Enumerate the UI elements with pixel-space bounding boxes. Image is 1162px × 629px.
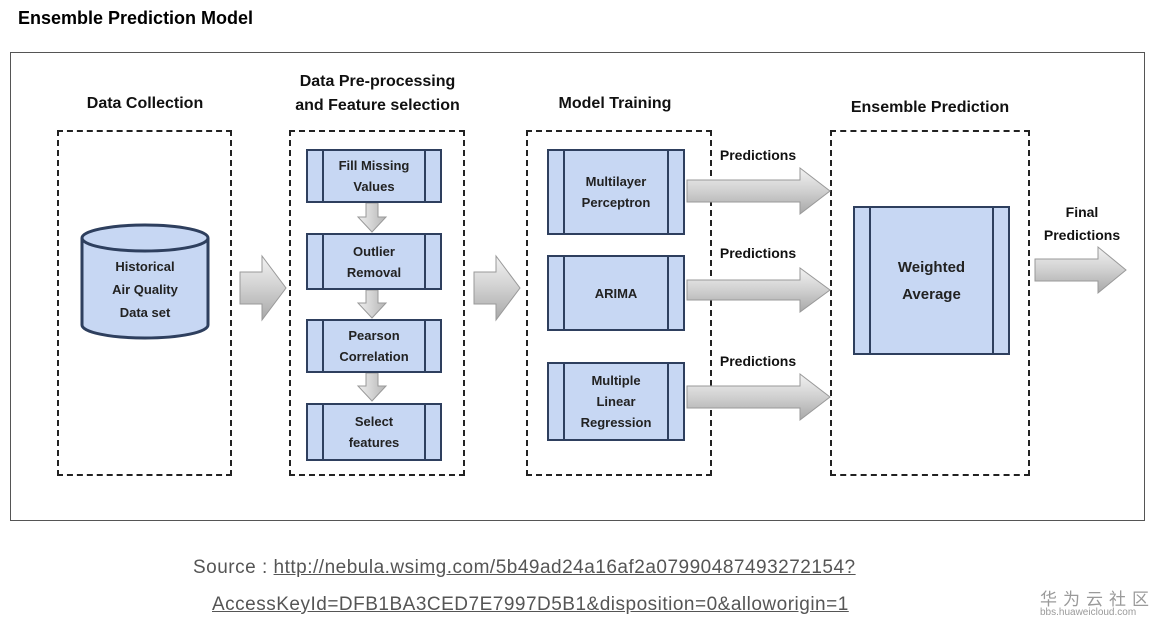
database-icon [80, 223, 210, 340]
predictions-label: Predictions [719, 147, 797, 163]
predictions-label: Predictions [719, 245, 797, 261]
stage-container-model-training [526, 130, 712, 476]
stage-title-model-training: Model Training [558, 95, 672, 112]
model-multiple-linear-regression: Multiple Linear Regression [547, 362, 685, 441]
final-predictions-label: Final Predictions [1043, 204, 1121, 243]
source-prefix: Source : [193, 557, 274, 578]
down-arrow-icon [356, 202, 388, 233]
model-label: Multilayer Perceptron [581, 174, 651, 210]
model-label: Multiple Linear Regression [580, 373, 652, 430]
watermark-url: bbs.huaweicloud.com [1040, 607, 1137, 618]
prediction-arrow-icon [686, 267, 831, 313]
step-label: Fill Missing Values [338, 158, 410, 194]
final-arrow-icon [1034, 245, 1127, 295]
step-label: Pearson Correlation [339, 328, 409, 364]
ensemble-weighted-average: Weighted Average [853, 206, 1010, 355]
prediction-arrow-icon [686, 166, 831, 216]
flow-arrow-icon [473, 254, 521, 322]
cropped-text-remnant [30, 520, 1140, 534]
flow-arrow-icon [239, 254, 287, 322]
down-arrow-icon [356, 289, 388, 319]
source-link-part1[interactable]: http://nebula.wsimg.com/5b49ad24a16af2a0… [273, 557, 856, 578]
source-line-1: Source : http://nebula.wsimg.com/5b49ad2… [193, 557, 856, 579]
model-label: ARIMA [594, 285, 638, 301]
prediction-arrow-icon [686, 372, 831, 422]
step-label: Select features [348, 414, 400, 450]
step-label: Outlier Removal [346, 243, 402, 280]
source-line-2: AccessKeyId=DFB1BA3CED7E7997D5B1&disposi… [212, 594, 849, 616]
watermark-brand: 华为云社区 [1040, 590, 1155, 609]
predictions-label: Predictions [719, 353, 797, 369]
stage-container-ensemble [830, 130, 1030, 476]
down-arrow-icon [356, 372, 388, 402]
stage-container-preprocessing [289, 130, 465, 476]
step-select-features: Select features [306, 403, 442, 461]
model-multilayer-perceptron: Multilayer Perceptron [547, 149, 685, 235]
stage-title-data-collection: Data Collection [86, 95, 204, 112]
source-link-part2[interactable]: AccessKeyId=DFB1BA3CED7E7997D5B1&disposi… [212, 594, 849, 615]
ensemble-label: Weighted Average [897, 258, 966, 303]
step-outlier-removal: Outlier Removal [306, 233, 442, 290]
stage-container-data-collection [57, 130, 232, 476]
model-arima: ARIMA [547, 255, 685, 331]
dataset-label: Historical Air Quality Data set [112, 259, 178, 320]
step-fill-missing-values: Fill Missing Values [306, 149, 442, 203]
step-pearson-correlation: Pearson Correlation [306, 319, 442, 373]
diagram-title: Ensemble Prediction Model [18, 8, 254, 28]
stage-title-ensemble-prediction: Ensemble Prediction [850, 99, 1010, 116]
stage-title-preprocessing: Data Pre-processing and Feature selectio… [295, 73, 460, 114]
